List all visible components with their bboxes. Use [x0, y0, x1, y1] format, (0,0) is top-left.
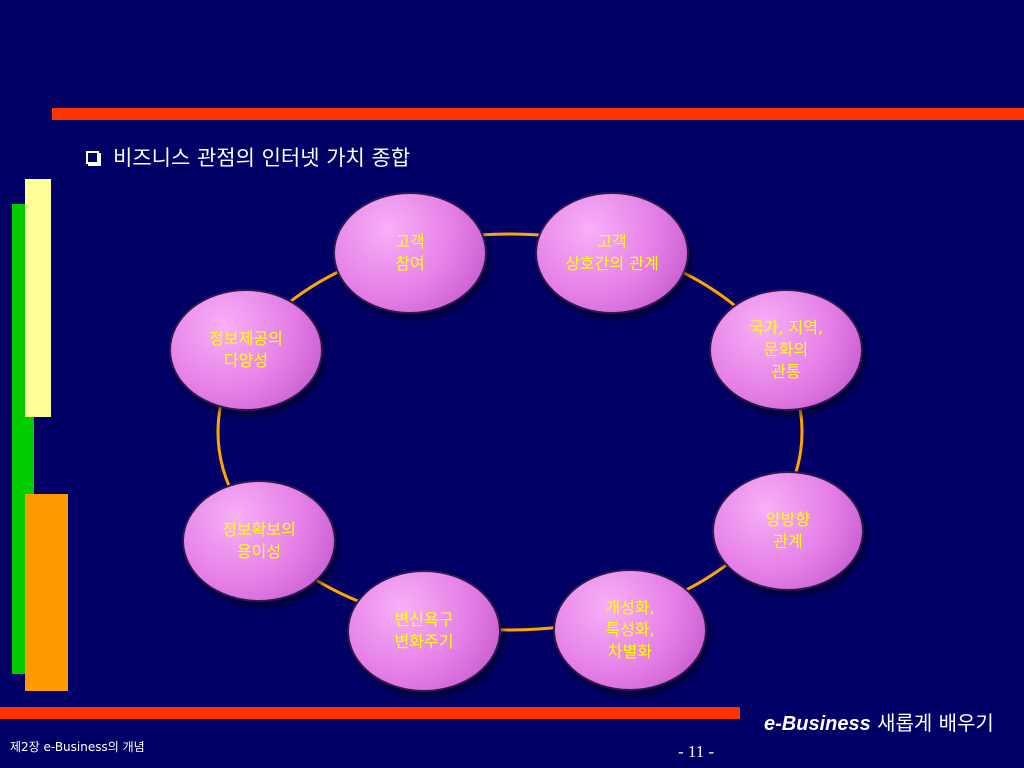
diagram-node: 개성화, 특성화, 차별화	[553, 569, 707, 691]
top-accent-bar	[52, 108, 1024, 120]
diagram-node: 고객 상호간의 관계	[535, 192, 689, 314]
diagram-node-label: 양방향 관계	[765, 510, 811, 551]
chapter-label: 제2장 e-Business의 개념	[10, 740, 145, 754]
diagram-node-label: 고객 상호간의 관계	[565, 232, 659, 273]
checkbox-bullet-icon	[86, 150, 99, 164]
cycle-ring	[216, 232, 804, 632]
slide-title: 비즈니스 관점의 인터넷 가치 종합	[113, 146, 411, 170]
diagram-node: 고객 참여	[333, 192, 487, 314]
diagram-node-label: 개성화, 특성화, 차별화	[605, 598, 655, 661]
diagram-node: 양방향 관계	[712, 471, 864, 591]
page-number: - 11 -	[678, 742, 715, 761]
diagram-node: 정보확보의 용이성	[182, 480, 336, 602]
diagram-node-label: 정보제공의 다양성	[209, 329, 283, 370]
diagram-node-label: 정보확보의 용이성	[222, 520, 296, 561]
slide-title-row: 비즈니스 관점의 인터넷 가치 종합	[86, 142, 410, 172]
brand-tagline: 새롭게 배우기	[870, 711, 994, 735]
diagram-node-label: 고객 참여	[395, 232, 425, 273]
diagram-node-label: 변신욕구 변화주기	[394, 610, 454, 651]
diagram-node: 변신욕구 변화주기	[347, 570, 501, 692]
diagram-node: 국가, 지역, 문화의 관통	[709, 289, 863, 411]
diagram-node-label: 국가, 지역, 문화의 관통	[748, 318, 824, 381]
left-yellow-bar	[25, 179, 51, 417]
bottom-accent-bar	[0, 707, 740, 719]
left-orange-bar	[25, 494, 68, 691]
brand-name: e-Business	[764, 713, 871, 735]
diagram-node: 정보제공의 다양성	[169, 289, 323, 411]
brand-footer: e-Business 새롭게 배우기	[764, 707, 994, 736]
